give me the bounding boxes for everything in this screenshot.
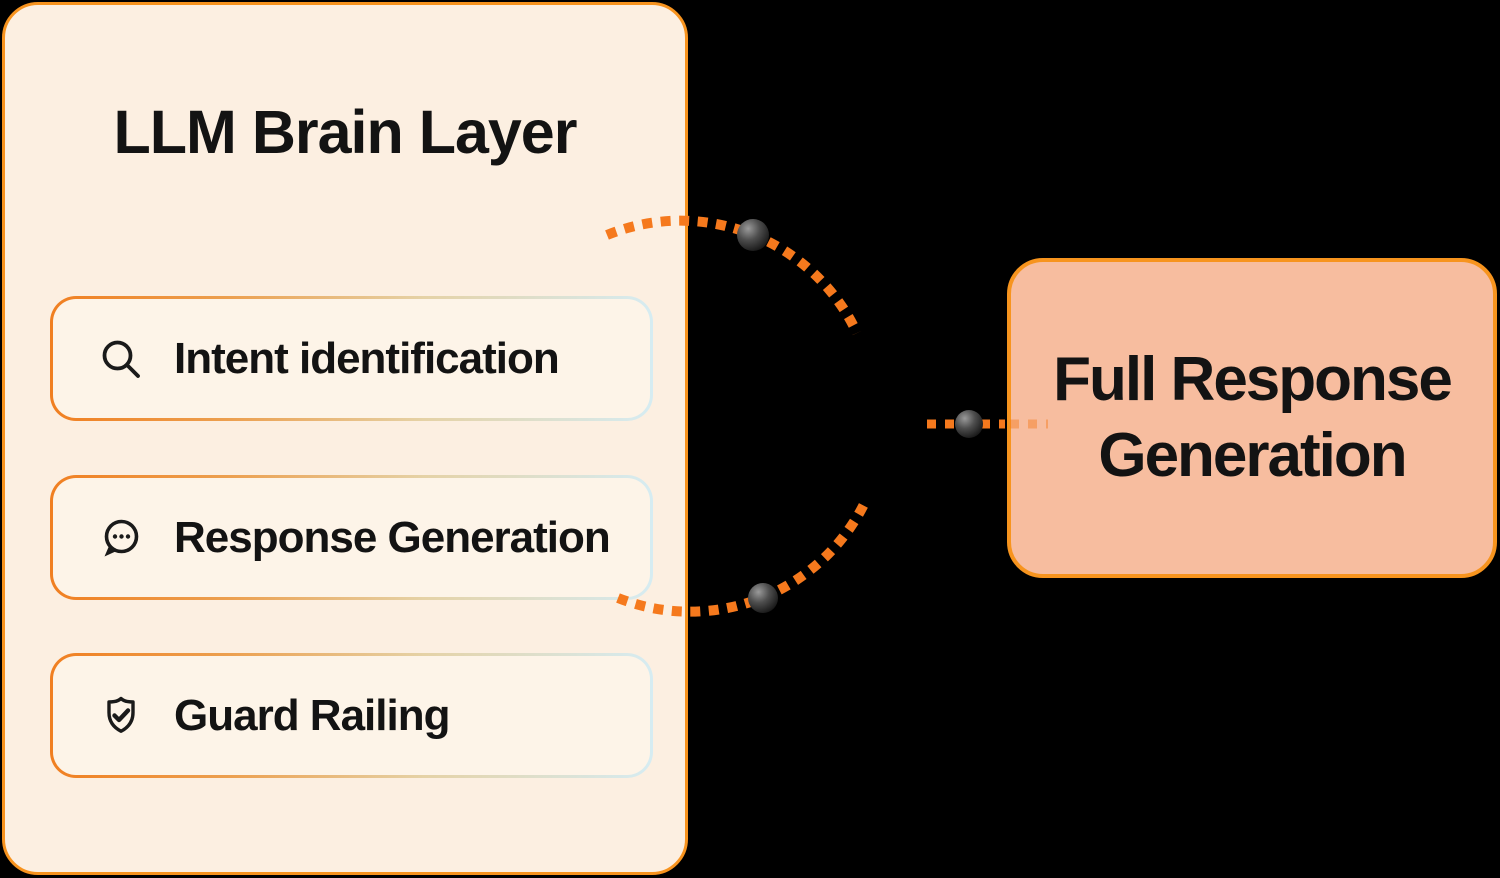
- full-response-generation-panel: Full Response Generation: [1007, 258, 1497, 578]
- feature-item-label: Guard Railing: [174, 690, 450, 740]
- chat-bubble-icon: [98, 515, 144, 561]
- feature-item-label: Intent identification: [174, 333, 560, 383]
- right-panel-title-line2: Generation: [1098, 421, 1407, 490]
- right-panel-title-line1: Full Response: [1053, 345, 1453, 415]
- feature-item-intent-identification: Intent identification: [50, 296, 653, 421]
- right-panel-title: Full Response Generation: [1053, 342, 1453, 493]
- search-icon: [98, 336, 144, 382]
- llm-brain-layer-panel: LLM Brain Layer Intent identification: [2, 2, 688, 875]
- shield-check-icon: [98, 693, 144, 739]
- connector-node-middle: [955, 410, 983, 438]
- left-panel-title: LLM Brain Layer: [113, 98, 578, 166]
- feature-item-label: Response Generation: [174, 512, 611, 562]
- connector-node-top: [737, 219, 769, 251]
- feature-item-guard-railing: Guard Railing: [50, 653, 653, 778]
- connector-node-bottom: [748, 583, 778, 613]
- feature-item-response-generation: Response Generation: [50, 475, 653, 600]
